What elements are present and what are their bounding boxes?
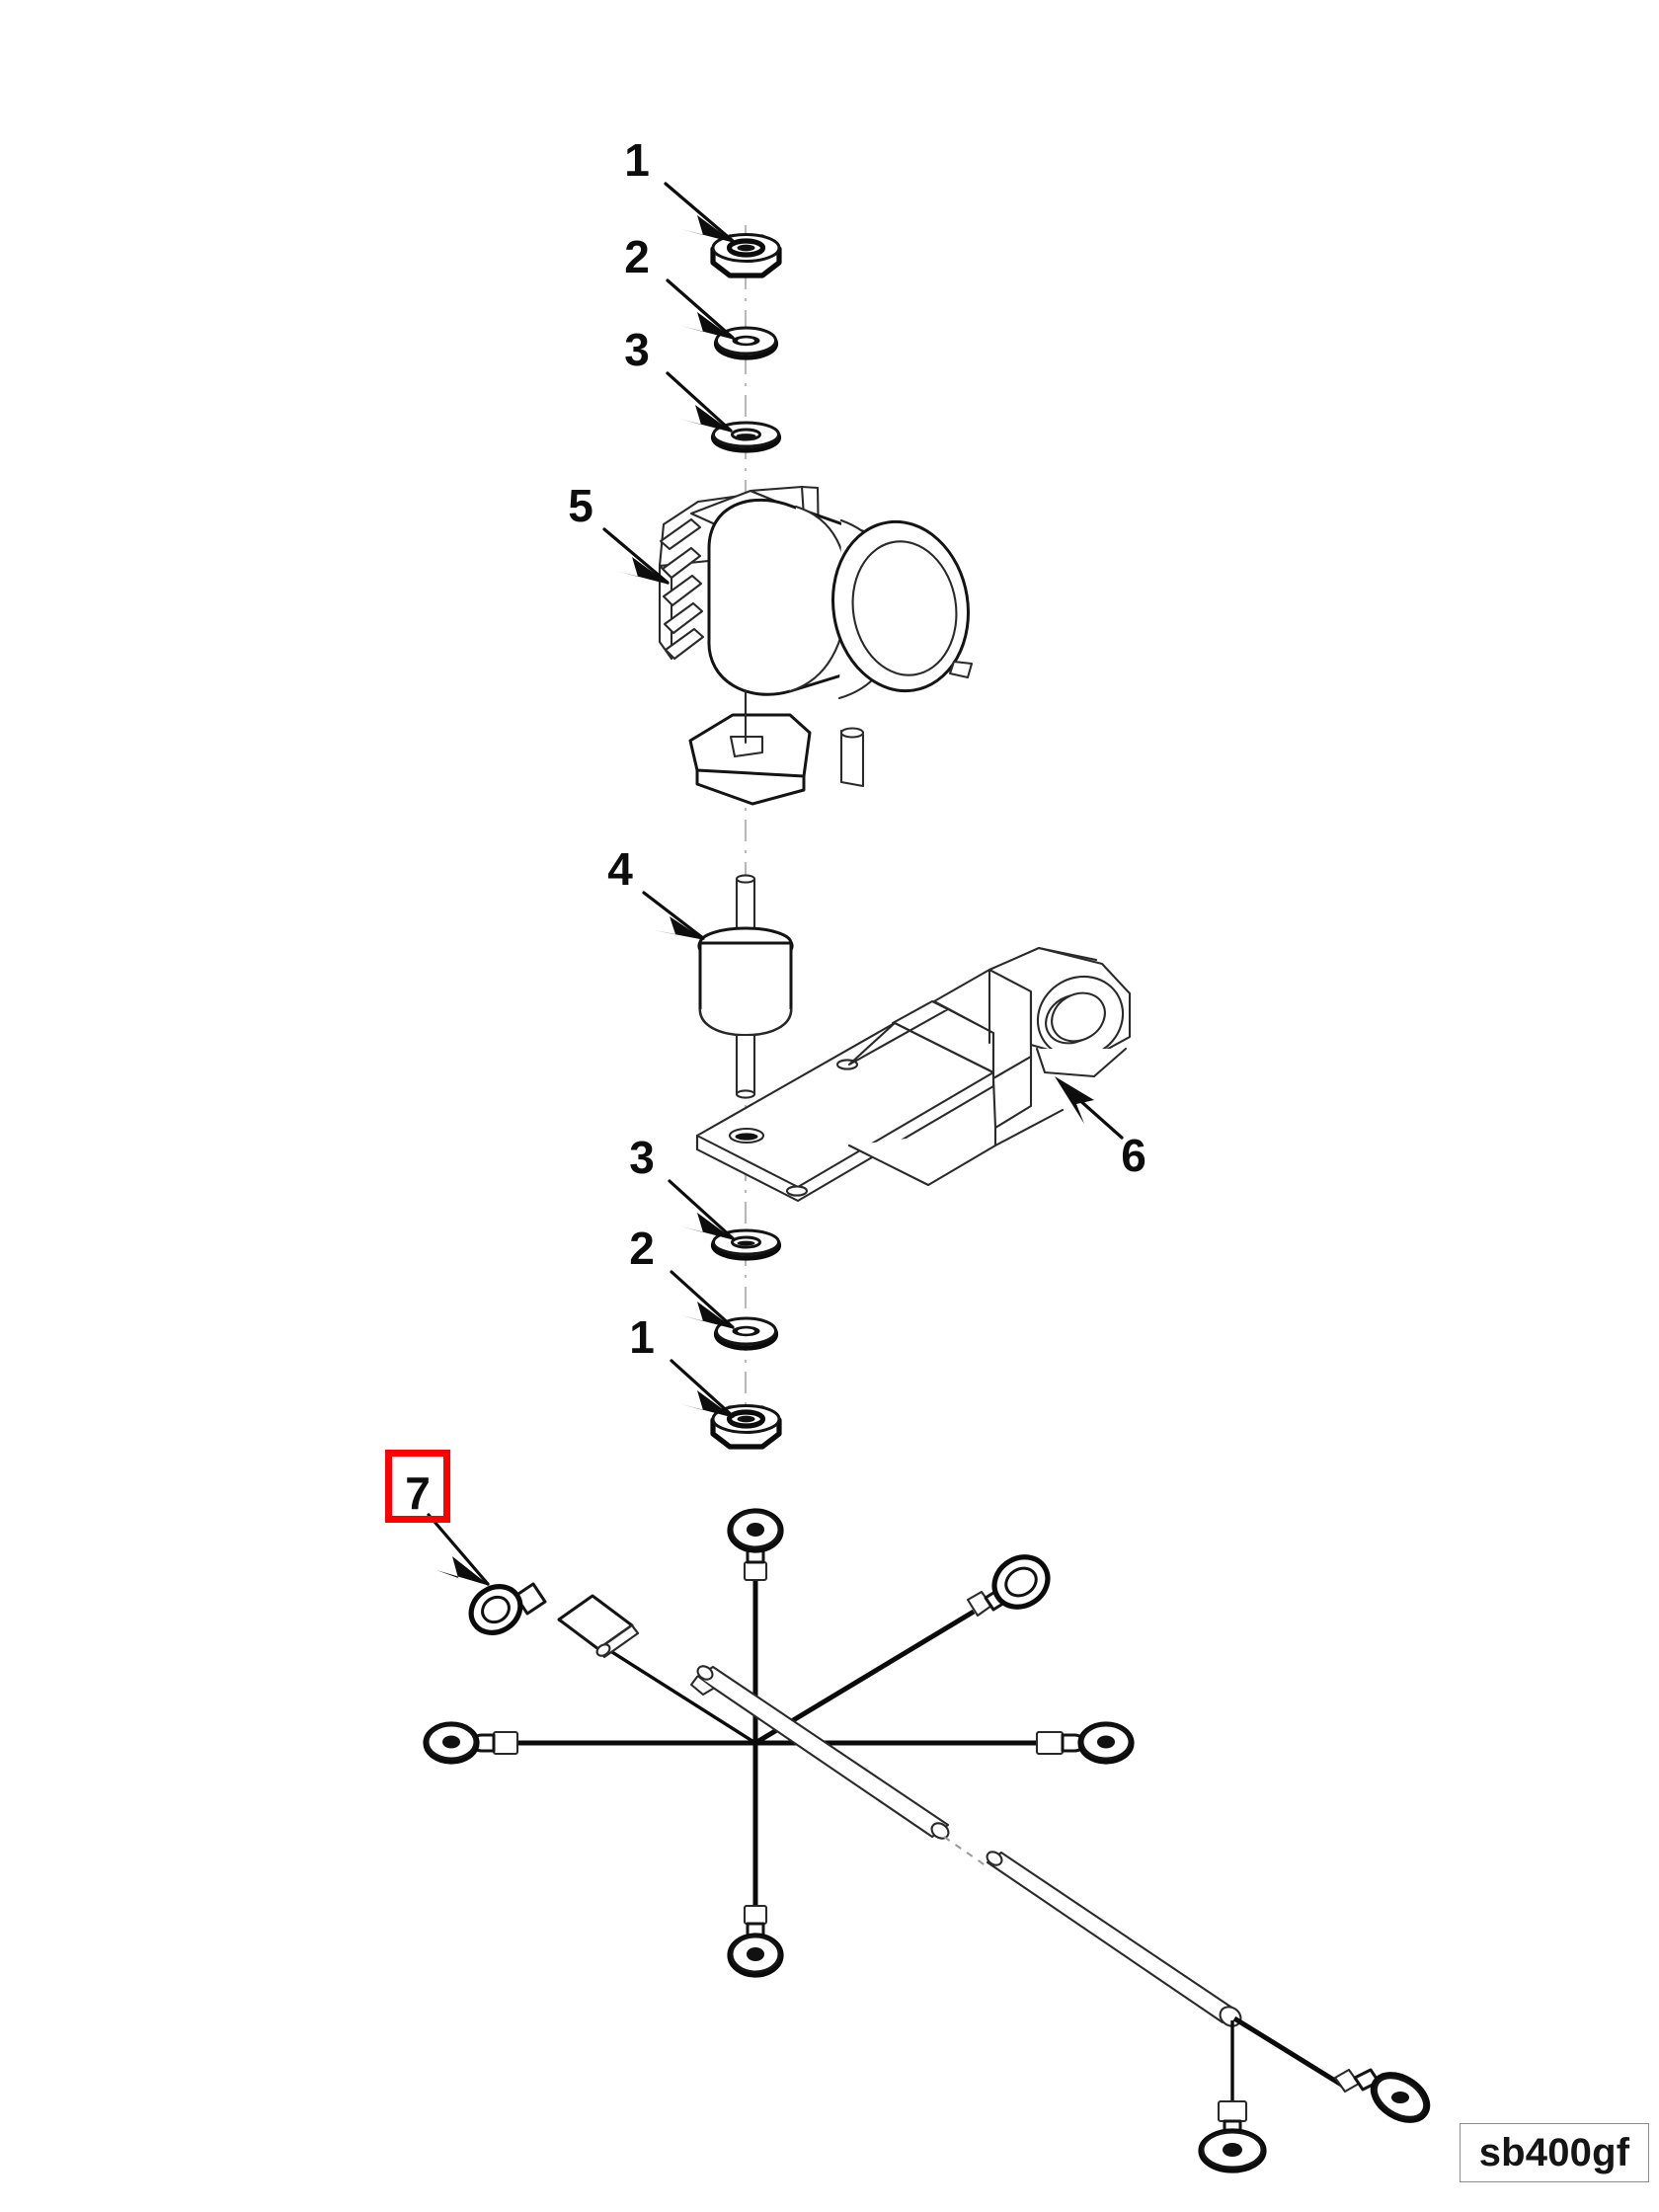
callout-label-1-upper: 1 — [624, 134, 650, 186]
callout-label-1-lower: 1 — [629, 1311, 655, 1363]
callout-leader-5 — [602, 527, 670, 585]
callout-leader-3-lower — [668, 1179, 735, 1240]
callout-leader-6 — [1055, 1076, 1124, 1140]
callout-label-2-upper: 2 — [624, 231, 650, 282]
part-hex-lock-nut-upper — [710, 233, 782, 278]
callout-label-2-lower: 2 — [629, 1223, 655, 1274]
harness-terminal-left — [423, 1721, 519, 1765]
part-hex-lock-nut-lower — [710, 1404, 782, 1450]
part-horn-assembly — [658, 485, 974, 806]
callout-label-5: 5 — [568, 480, 593, 531]
callout-label-4: 4 — [607, 843, 633, 895]
figure-code-caption: sb400gf — [1460, 2123, 1649, 2182]
part-mounting-bracket — [695, 946, 1132, 1203]
part-wiring-harness — [423, 1508, 1431, 2173]
callout-label-3-upper: 3 — [624, 324, 650, 375]
callout-leader-7 — [427, 1513, 490, 1586]
part-lock-washer-upper — [713, 326, 779, 360]
harness-main-cable — [689, 1665, 1431, 2173]
harness-terminal-cable-end — [1333, 2068, 1431, 2123]
harness-terminal-down — [727, 1904, 784, 1978]
callout-leader-1-upper — [664, 182, 735, 243]
callout-leader-1-lower — [670, 1359, 735, 1418]
callout-label-7: 7 — [405, 1467, 431, 1519]
harness-inline-fuse — [557, 1594, 640, 1659]
callout-label-3-lower: 3 — [629, 1132, 655, 1183]
harness-terminal-cable-drop — [1198, 2099, 1267, 2173]
harness-terminal-right — [1035, 1721, 1135, 1765]
callout-leader-4 — [642, 891, 705, 940]
harness-terminal-upper-right — [966, 1554, 1051, 1618]
harness-terminal-callout-7 — [468, 1582, 547, 1635]
callout-label-6: 6 — [1121, 1130, 1146, 1181]
harness-terminal-up — [727, 1508, 784, 1582]
part-vibration-isolator — [697, 874, 794, 1099]
callout-leader-2-lower — [670, 1270, 735, 1329]
callout-leader-3-upper — [666, 371, 733, 433]
callout-leader-2-upper — [666, 278, 735, 340]
